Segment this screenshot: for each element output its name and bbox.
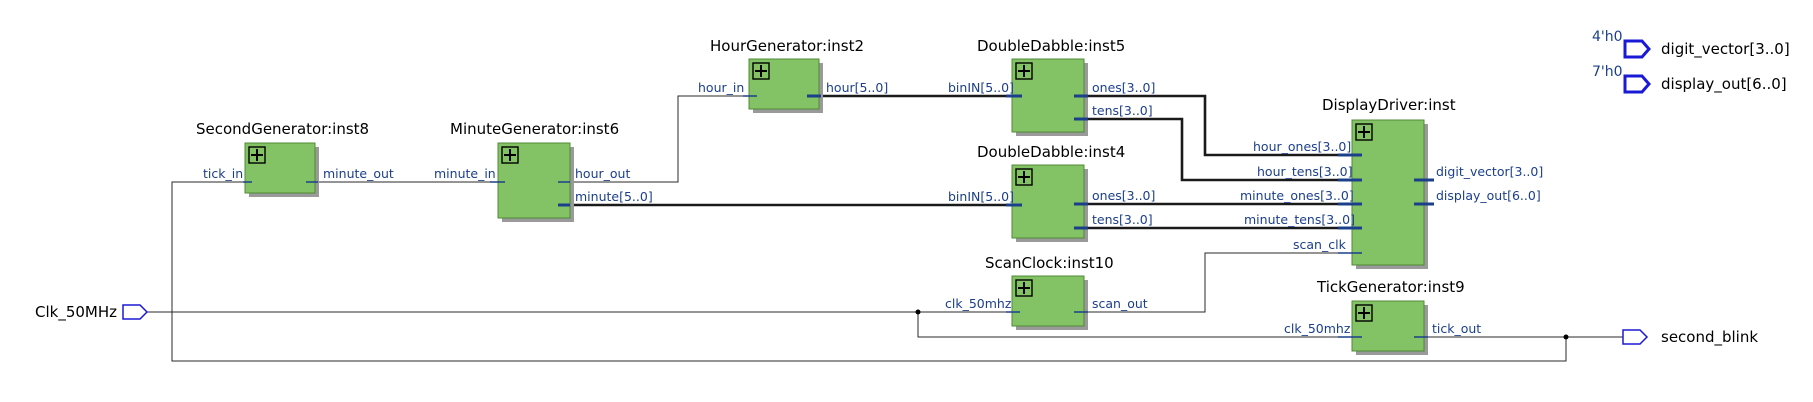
port-label: digit_vector[3..0] (1436, 164, 1543, 179)
port-label: display_out[6..0] (1436, 188, 1541, 203)
input-pin-icon (122, 304, 149, 320)
wire-hour-out (568, 95, 745, 183)
expand-icon[interactable] (1015, 168, 1033, 186)
port-label: binIN[5..0] (948, 80, 1014, 95)
expand-icon[interactable] (1355, 123, 1373, 141)
block-title: SecondGenerator:inst8 (196, 120, 369, 138)
expand-icon[interactable] (248, 146, 266, 164)
block-title: TickGenerator:inst9 (1316, 278, 1465, 296)
port-label: hour[5..0] (826, 80, 888, 95)
wires (146, 94, 1623, 362)
wire-scan-out (1087, 252, 1340, 313)
expand-icon[interactable] (1015, 62, 1033, 80)
output-pin-icon (1623, 74, 1651, 94)
output-pin-second-blink[interactable]: second_blink (1622, 328, 1758, 347)
port-label: clk_50mhz (1284, 321, 1351, 336)
expand-icon[interactable] (1015, 279, 1033, 297)
block-second-generator[interactable]: SecondGenerator:inst8 tick_in minute_out (196, 120, 394, 197)
block-double-dabble-inst4[interactable]: DoubleDabble:inst4 binIN[5..0] ones[3..0… (948, 143, 1155, 242)
pin-label: display_out[6..0] (1661, 75, 1787, 94)
expand-icon[interactable] (752, 62, 770, 80)
junction-tick (1563, 334, 1569, 340)
port-label: tens[3..0] (1092, 103, 1153, 118)
bus-hour-ones (1087, 94, 1340, 157)
port-label: hour_in (698, 80, 744, 95)
port-label: scan_clk (1293, 237, 1347, 252)
expand-icon[interactable] (501, 146, 519, 164)
block-minute-generator[interactable]: MinuteGenerator:inst6 minute_in hour_out… (434, 120, 653, 222)
port-label: minute_out (323, 166, 394, 181)
port-label: tick_out (1432, 321, 1481, 336)
port-label: scan_out (1092, 296, 1148, 311)
port-label: ones[3..0] (1092, 80, 1155, 95)
block-double-dabble-inst5[interactable]: DoubleDabble:inst5 binIN[5..0] ones[3..0… (948, 37, 1155, 136)
block-title: HourGenerator:inst2 (710, 37, 864, 55)
pin-label: digit_vector[3..0] (1661, 40, 1790, 59)
port-label: hour_out (575, 166, 630, 181)
port-label: tick_in (203, 166, 243, 181)
port-label: ones[3..0] (1092, 188, 1155, 203)
block-title: DoubleDabble:inst5 (977, 37, 1125, 55)
port-label: minute_in (434, 166, 496, 181)
port-label: minute[5..0] (575, 189, 653, 204)
port-label: binIN[5..0] (948, 189, 1014, 204)
block-title: ScanClock:inst10 (985, 254, 1114, 272)
wire-clk-tick (917, 312, 1340, 338)
block-title: MinuteGenerator:inst6 (450, 120, 619, 138)
block-tick-generator[interactable]: TickGenerator:inst9 clk_50mhz tick_out (1284, 278, 1481, 355)
constant-value: 4'h0 (1592, 29, 1623, 45)
output-pin-display-out[interactable]: 7'h0 display_out[6..0] (1592, 64, 1787, 94)
pin-label: Clk_50MHz (35, 303, 117, 322)
port-label: clk_50mhz (945, 296, 1012, 311)
junction-clk (915, 309, 921, 315)
constant-value: 7'h0 (1592, 64, 1623, 80)
input-pin-clk-50mhz[interactable]: Clk_50MHz (35, 303, 149, 322)
bus-hour-tens (1087, 117, 1340, 182)
port-label: hour_tens[3..0] (1257, 164, 1353, 179)
port-label: minute_tens[3..0] (1244, 212, 1355, 227)
output-pin-digit-vector[interactable]: 4'h0 digit_vector[3..0] (1592, 29, 1790, 59)
pin-label: second_blink (1661, 328, 1758, 347)
block-hour-generator[interactable]: HourGenerator:inst2 hour_in hour[5..0] (698, 37, 888, 113)
block-title: DoubleDabble:inst4 (977, 143, 1125, 161)
block-scan-clock[interactable]: ScanClock:inst10 clk_50mhz scan_out (945, 254, 1148, 330)
port-label: tens[3..0] (1092, 212, 1153, 227)
block-title: DisplayDriver:inst (1322, 96, 1456, 114)
output-pin-icon (1623, 39, 1651, 59)
port-label: minute_ones[3..0] (1240, 188, 1354, 203)
output-pin-icon (1622, 329, 1649, 345)
wire-tick-feedback (171, 181, 1567, 362)
port-label: hour_ones[3..0] (1253, 139, 1351, 154)
block-display-driver[interactable]: DisplayDriver:inst hour_ones[3..0] hour_… (1240, 96, 1543, 269)
expand-icon[interactable] (1355, 304, 1373, 322)
